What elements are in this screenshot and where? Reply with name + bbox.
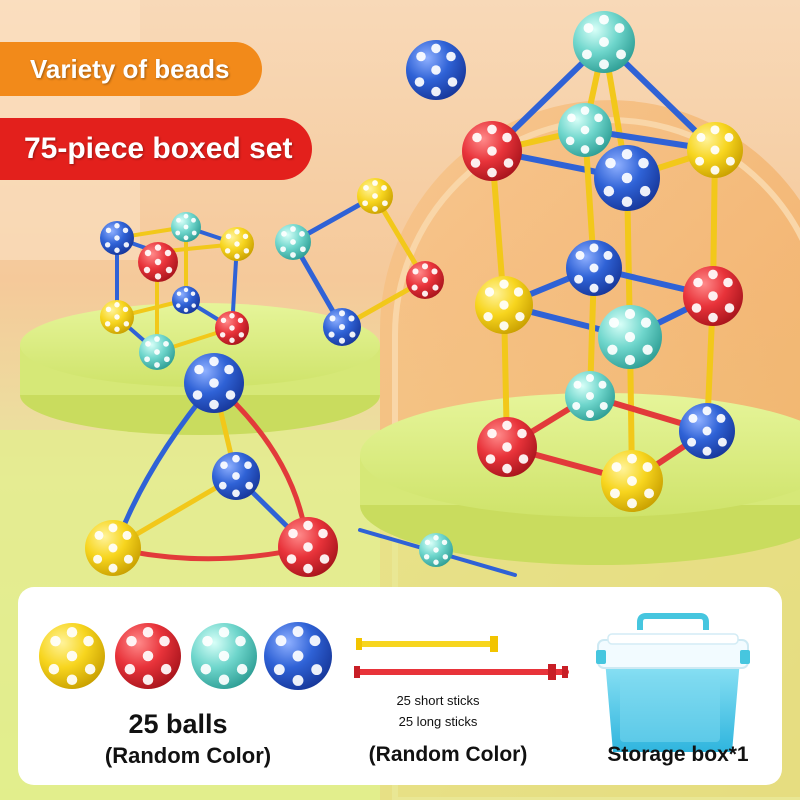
bead — [594, 145, 660, 211]
bead — [462, 121, 522, 181]
blue-ball-sample — [264, 622, 332, 690]
bead — [357, 178, 393, 214]
balls-count-label: 25 balls — [128, 709, 228, 739]
flying-bead — [406, 40, 466, 100]
storage-box-label: Storage box*1 — [607, 743, 749, 766]
bead — [477, 417, 537, 477]
long-sticks-label: 25 long sticks — [398, 714, 478, 729]
stick-samples — [354, 636, 569, 680]
variety-banner-text: Variety of beads — [30, 53, 230, 84]
bead — [406, 261, 444, 299]
boxed-set-banner-text: 75-piece boxed set — [24, 132, 293, 165]
bead — [212, 452, 260, 500]
bead — [419, 533, 453, 567]
bead — [100, 221, 134, 255]
storage-box-icon — [596, 613, 750, 752]
bead — [475, 276, 533, 334]
variety-banner: Variety of beads — [0, 42, 262, 96]
balls-color-label: (Random Color) — [104, 743, 272, 768]
bead — [573, 11, 635, 73]
bead — [683, 266, 743, 326]
bead — [566, 240, 622, 296]
short-sticks-label: 25 short sticks — [396, 693, 480, 708]
bead — [275, 224, 311, 260]
bead-structures — [85, 11, 743, 577]
bead — [323, 308, 361, 346]
contents-panel: 25 balls (Random Color) 25 short sticks … — [18, 587, 782, 785]
panel-balls — [39, 622, 332, 690]
bead — [220, 227, 254, 261]
bead — [558, 103, 612, 157]
yellow-ball-sample — [39, 623, 105, 689]
bead — [215, 311, 249, 345]
bead — [601, 450, 663, 512]
boxed-set-banner: 75-piece boxed set — [0, 118, 312, 180]
bead — [679, 403, 735, 459]
sticks-color-label: (Random Color) — [368, 743, 528, 766]
bead — [172, 286, 200, 314]
red-ball-sample — [115, 623, 181, 689]
cyan-ball-sample — [191, 623, 257, 689]
bead — [184, 353, 244, 413]
bead — [138, 242, 178, 282]
bead — [565, 371, 615, 421]
bead — [598, 305, 662, 369]
bead — [100, 300, 134, 334]
bead — [278, 517, 338, 577]
bead — [139, 334, 175, 370]
bead — [85, 520, 141, 576]
bead — [687, 122, 743, 178]
bead — [171, 212, 201, 242]
